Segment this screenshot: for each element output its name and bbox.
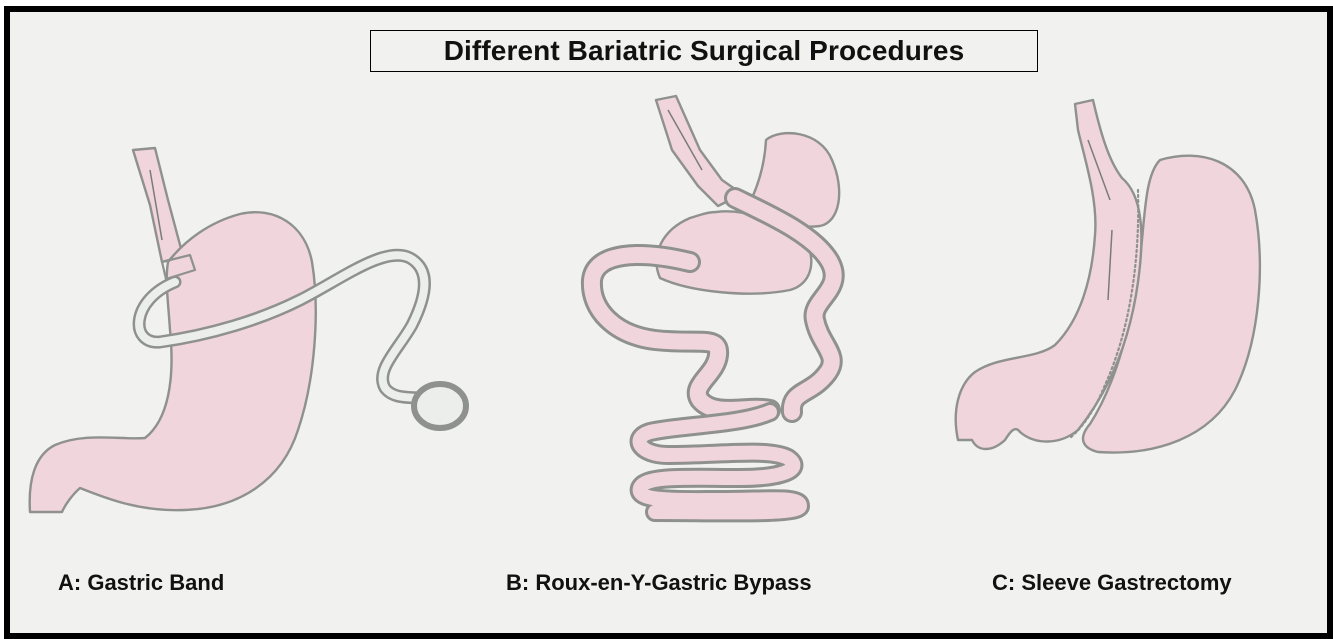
sleeve-gastrectomy-illustration [956,100,1260,453]
esophagus-a [133,148,183,262]
caption-gastric-bypass: B: Roux-en-Y-Gastric Bypass [506,570,812,596]
diagram-title-box: Different Bariatric Surgical Procedures [370,30,1038,72]
gastric-bypass-illustration [592,96,839,512]
diagram-title: Different Bariatric Surgical Procedures [444,35,965,67]
gastric-band-illustration [30,148,466,512]
stomach-a [30,212,316,512]
access-port [414,384,466,428]
caption-sleeve-gastrectomy: C: Sleeve Gastrectomy [992,570,1232,596]
caption-gastric-band: A: Gastric Band [58,570,224,596]
